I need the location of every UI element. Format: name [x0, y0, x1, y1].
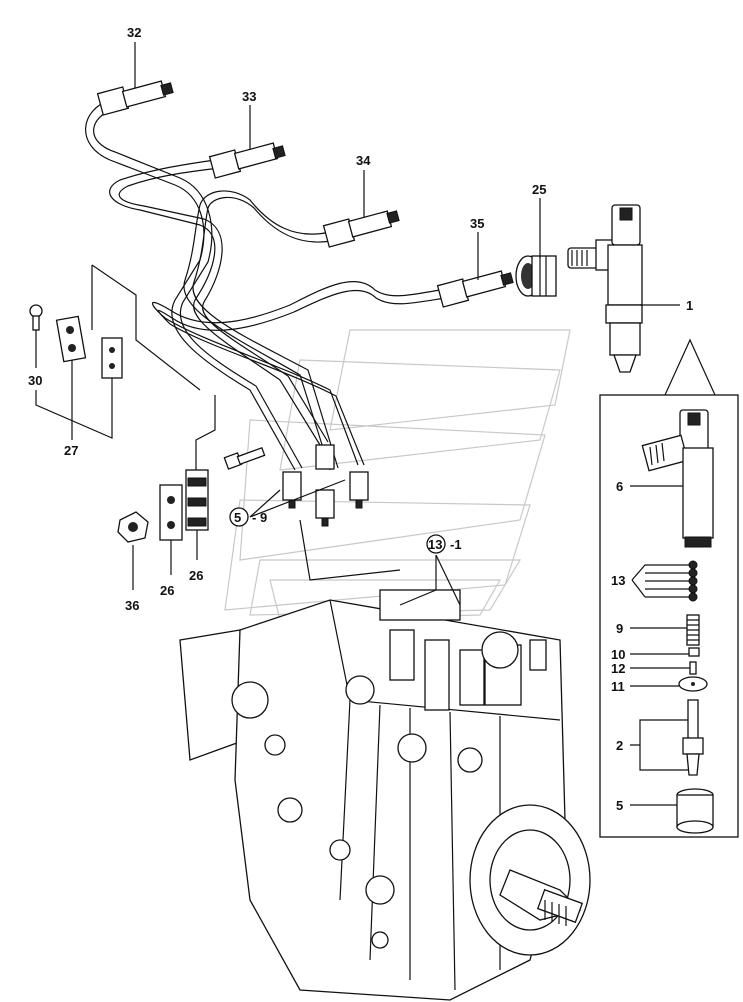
- part-10-seat: [688, 647, 700, 657]
- part-1-injector: [567, 204, 643, 373]
- ref-5-number: 5: [234, 510, 241, 525]
- callout-12: 12: [611, 661, 625, 676]
- part-11-plate: [678, 676, 708, 692]
- callout-5: 5: [616, 798, 623, 813]
- part-13-shims: [688, 560, 698, 602]
- pipe-nut-32: [96, 80, 174, 116]
- part-9-spring: [686, 614, 700, 646]
- part-25-gasket: [515, 255, 557, 297]
- part-2-nozzle: [682, 699, 704, 776]
- part-27-clamp: [55, 315, 123, 379]
- callout-6: 6: [616, 479, 623, 494]
- pipe-nut-34: [322, 210, 400, 248]
- callout-33: 33: [242, 89, 256, 104]
- callout-30: 30: [28, 373, 42, 388]
- pipe-nut-35: [436, 270, 514, 308]
- callout-1: 1: [686, 298, 693, 313]
- stud-bolt: [223, 446, 266, 470]
- part-36-nut: [117, 511, 149, 543]
- ref-13-number: 13: [428, 537, 442, 552]
- background-outline-plates: [224, 329, 571, 621]
- leader-lines: [35, 42, 690, 806]
- ref-circle-13: [426, 534, 446, 554]
- part-5-retaining-nut: [676, 788, 714, 834]
- callout-2: 2: [616, 738, 623, 753]
- fuel-injection-pipes: [85, 99, 446, 471]
- callout-36: 36: [125, 598, 139, 613]
- callout-27: 27: [64, 443, 78, 458]
- injector-detail-frame: [599, 338, 739, 838]
- part-26-clamp: [159, 395, 216, 541]
- callout-26-right: 26: [189, 568, 203, 583]
- lower-pipe-nuts: [282, 444, 369, 527]
- callout-26-left: 26: [160, 583, 174, 598]
- part-12-pin: [689, 661, 697, 675]
- part-6-injector-body: [641, 409, 714, 548]
- callout-35: 35: [470, 216, 484, 231]
- callout-11: 11: [611, 679, 625, 694]
- fuel-injection-pump: [179, 589, 591, 1001]
- callout-34: 34: [356, 153, 371, 168]
- callout-25: 25: [532, 182, 546, 197]
- callout-13: 13: [611, 573, 625, 588]
- part-30-bolt: [29, 304, 43, 331]
- callout-10: 10: [611, 647, 625, 662]
- ref-5-suffix: - 9: [252, 510, 267, 525]
- callout-32: 32: [127, 25, 141, 40]
- callout-9: 9: [616, 621, 623, 636]
- part-27-bracket-outline: [91, 264, 201, 391]
- ref-circle-5: [229, 507, 249, 527]
- ref-13-suffix: -1: [450, 537, 462, 552]
- pipe-nut-33: [208, 142, 286, 179]
